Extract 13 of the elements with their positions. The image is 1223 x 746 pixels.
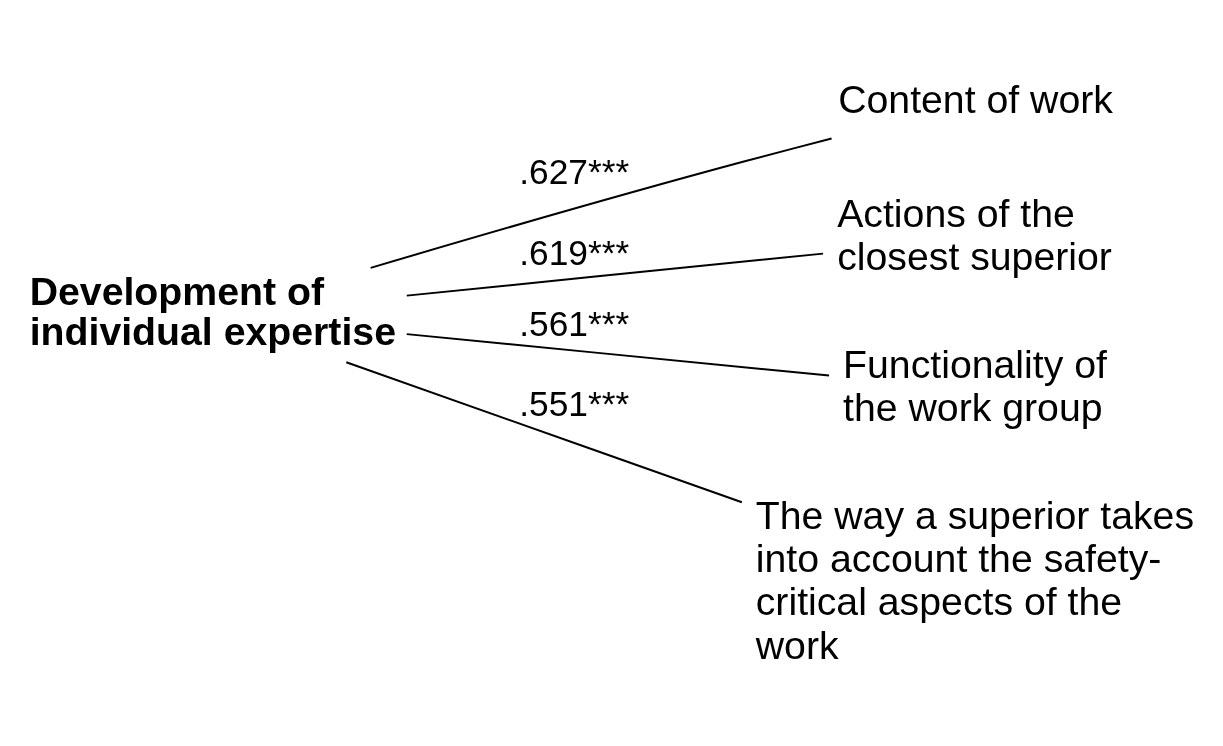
- edge-label: .561***: [519, 303, 630, 343]
- edge-label: .627***: [519, 152, 630, 192]
- edge-label: .551***: [519, 383, 630, 423]
- connector: [405, 252, 825, 297]
- node-text: The way a superior takes into account the safety-critical aspects of the work: [755, 493, 1195, 667]
- edge-label: .619***: [519, 232, 630, 272]
- node-text: Functionality of the work group: [843, 341, 1107, 430]
- node-text: Development of individual expertise: [29, 269, 396, 353]
- connector: [345, 361, 743, 504]
- node-text: Actions of the closest superior: [837, 190, 1112, 278]
- connector: [405, 333, 831, 377]
- node-text: Content of work: [838, 76, 1113, 121]
- connector: [369, 137, 833, 269]
